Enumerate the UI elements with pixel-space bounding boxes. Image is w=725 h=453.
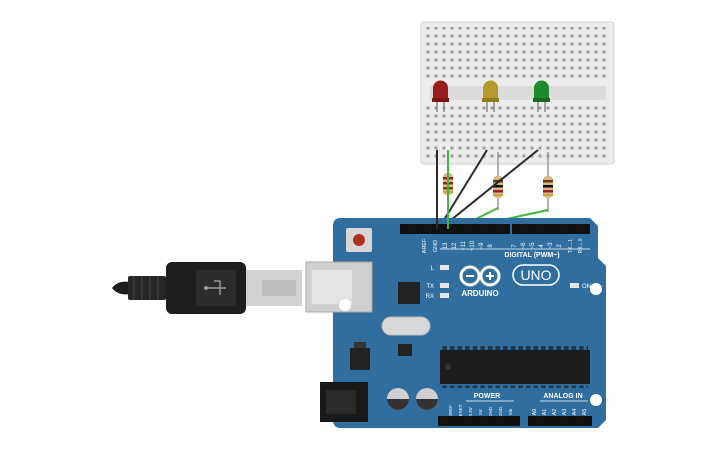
pin-label-12: 12 — [452, 242, 458, 249]
pin-label-ioref: IOREF — [448, 405, 453, 419]
pin-label-tx: TX→1 — [568, 239, 574, 253]
brand-text: ARDUINO — [461, 289, 498, 298]
pin-label-reset: RESET — [458, 404, 463, 419]
pin-label-13: 13 — [443, 242, 449, 249]
pin-label-a0: A0 — [532, 409, 538, 416]
mounting-hole — [339, 299, 351, 311]
pin-label-a4: A4 — [572, 409, 578, 416]
pin-label-3v3: 3.3V — [468, 407, 473, 416]
usb-cable[interactable] — [112, 262, 302, 314]
pin-label-gnd: GND — [433, 240, 439, 252]
digital-label: DIGITAL (PWM~) — [504, 252, 559, 259]
led-l — [440, 265, 449, 270]
usb-icon — [206, 280, 226, 295]
pin-label-5v: 5V — [478, 409, 483, 415]
pin-label-gnd-2: GND — [498, 406, 503, 417]
crystal — [381, 316, 431, 336]
green-led[interactable] — [533, 80, 550, 113]
pin-label-gnd-1: GND — [488, 406, 493, 417]
capacitor-1 — [387, 388, 409, 410]
led-label-tx: TX — [426, 284, 434, 290]
pin-label-7: 7 — [512, 244, 518, 248]
mounting-hole — [590, 283, 602, 295]
voltage-regulator — [350, 348, 370, 370]
pin-label-2: 2 — [557, 244, 563, 248]
pin-label-aref: AREF — [422, 238, 428, 253]
pin-label-10: ~10 — [470, 240, 476, 251]
pin-label-9: ~9 — [479, 242, 485, 250]
arduino-logo-icon — [459, 265, 501, 287]
pin-label-vin: Vin — [508, 408, 513, 415]
breadboard[interactable] — [420, 21, 615, 165]
pin-label-5: ~5 — [530, 242, 536, 250]
pin-label-11: ~11 — [461, 240, 467, 250]
yellow-led[interactable] — [482, 80, 499, 113]
pin-label-a5: A5 — [582, 409, 588, 416]
pin-label-4: 4 — [539, 244, 545, 248]
usb-chip — [398, 282, 420, 304]
led-rx — [440, 293, 449, 298]
pin-label-a2: A2 — [552, 409, 558, 416]
pin-label-3: ~3 — [548, 242, 554, 250]
microcontroller-chip — [440, 350, 590, 384]
led-label-l: L — [431, 266, 435, 272]
capacitor-2 — [416, 388, 438, 410]
led-on — [570, 283, 579, 288]
pin-label-a3: A3 — [562, 409, 568, 416]
pin-label-a1: A1 — [542, 409, 548, 416]
pin-label-rx: RX←0 — [578, 238, 584, 253]
resistor-3[interactable] — [543, 152, 553, 212]
led-label-rx: RX — [426, 294, 434, 300]
red-led[interactable] — [432, 80, 449, 113]
on-label: ON — [582, 284, 591, 290]
led-tx — [440, 283, 449, 288]
mounting-hole — [590, 394, 602, 406]
model-text: UNO — [520, 267, 551, 283]
arduino-board[interactable]: AREF GND 13 12 ~11 ~10 ~9 8 7 ~6 ~5 4 ~3… — [305, 218, 606, 428]
wire-ends — [436, 210, 449, 229]
pin-label-8: 8 — [488, 244, 494, 248]
pin-label-6: ~6 — [521, 242, 527, 250]
power-label: POWER — [474, 393, 500, 400]
gnd-wire-green — [440, 149, 539, 229]
analog-label: ANALOG IN — [543, 393, 582, 400]
